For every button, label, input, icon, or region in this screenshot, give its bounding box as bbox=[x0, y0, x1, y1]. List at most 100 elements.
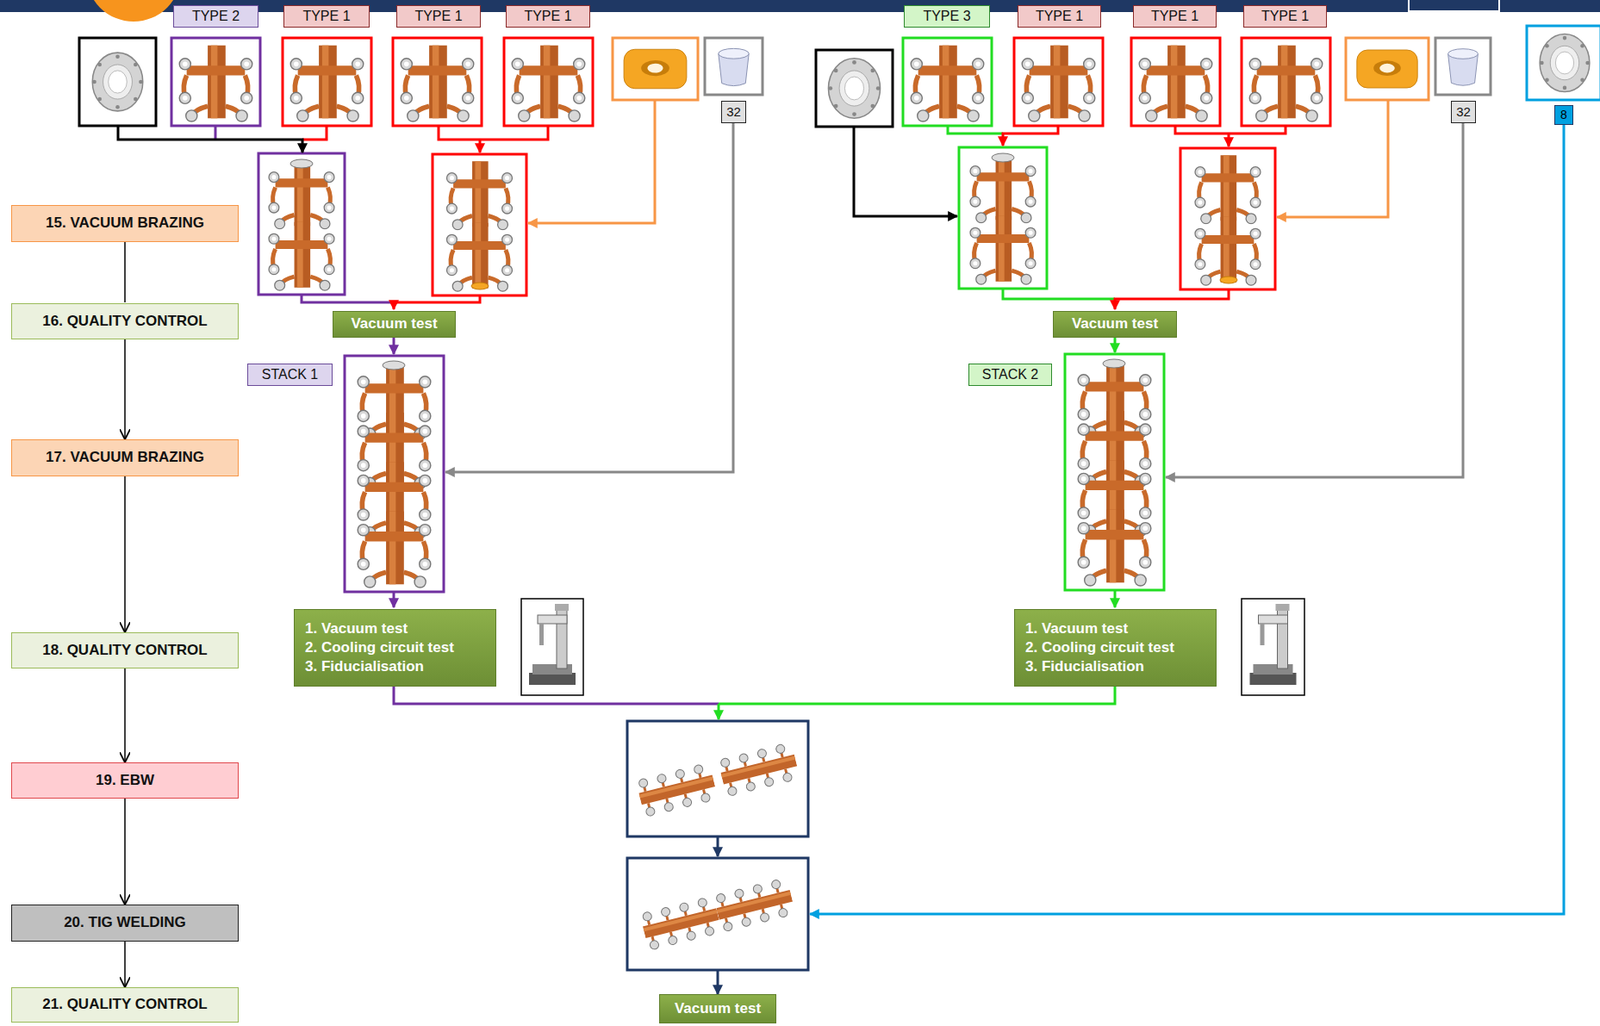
drawing-part bbox=[392, 37, 482, 126]
drawing-part bbox=[718, 48, 749, 86]
box-text: 32 bbox=[726, 104, 741, 120]
drawing-part bbox=[290, 159, 313, 169]
quantity-badge: 32 bbox=[721, 100, 747, 124]
box-text: TYPE 3 bbox=[922, 7, 971, 25]
box-text: 2. Cooling circuit test bbox=[305, 638, 455, 658]
drawing-part bbox=[639, 896, 723, 952]
box-text: 21. QUALITY CONTROL bbox=[42, 996, 207, 1014]
drawing-part bbox=[504, 37, 593, 126]
drawing-part bbox=[471, 282, 489, 290]
drawing-part bbox=[118, 125, 303, 153]
drawing-part bbox=[991, 153, 1015, 162]
drawing-part bbox=[1241, 598, 1305, 696]
type-label: TYPE 1 bbox=[396, 5, 481, 28]
drawing-part bbox=[118, 99, 1564, 995]
flow-arrow bbox=[124, 668, 126, 762]
type-label: TYPE 1 bbox=[1017, 5, 1102, 28]
drawing-part bbox=[1526, 25, 1600, 100]
drawing-part bbox=[853, 126, 958, 217]
drawing-part bbox=[1250, 603, 1297, 685]
drawing-part bbox=[627, 858, 809, 971]
drawing-part bbox=[1014, 37, 1103, 126]
box-text: 8 bbox=[1560, 107, 1568, 123]
drawing-part bbox=[717, 741, 801, 797]
box-text: 18. QUALITY CONTROL bbox=[42, 641, 207, 660]
drawing-part bbox=[445, 123, 734, 473]
box-text: 3. Fiducialisation bbox=[1025, 657, 1145, 677]
drawing-part bbox=[1102, 359, 1126, 368]
process-step: 17. VACUUM BRAZING bbox=[11, 439, 239, 477]
drawing-part bbox=[214, 125, 218, 140]
drawing-part bbox=[910, 45, 984, 122]
drawing-part bbox=[623, 49, 687, 89]
drawing-part bbox=[1131, 37, 1221, 126]
drawing-part bbox=[717, 703, 721, 720]
drawing-part bbox=[718, 686, 1115, 704]
test-box: Vacuum test bbox=[659, 994, 777, 1024]
drawing-part bbox=[1435, 37, 1491, 95]
drawing-part bbox=[86, 0, 181, 22]
drawing-part bbox=[392, 591, 396, 608]
drawing-part bbox=[635, 762, 719, 818]
drawing-part bbox=[258, 153, 345, 295]
drawing-part bbox=[511, 45, 586, 122]
drawing-part bbox=[393, 686, 719, 704]
drawing-part bbox=[704, 37, 763, 95]
box-text: TYPE 1 bbox=[302, 7, 350, 25]
stack-label: STACK 2 bbox=[968, 363, 1053, 386]
test-box: Vacuum test bbox=[332, 311, 456, 338]
drawing-part bbox=[1345, 37, 1429, 100]
drawing-part bbox=[290, 45, 364, 122]
drawing-part bbox=[382, 361, 405, 370]
drawing-part bbox=[438, 125, 548, 140]
drawing-part bbox=[1002, 125, 1059, 146]
drawing-part bbox=[92, 52, 144, 112]
process-step: 15. VACUUM BRAZING bbox=[11, 205, 239, 243]
drawing-part bbox=[79, 37, 156, 126]
drawing-part bbox=[479, 139, 482, 153]
drawing-part bbox=[627, 721, 809, 837]
box-text: 1. Vacuum test bbox=[305, 619, 408, 639]
flow-arrow bbox=[124, 476, 126, 632]
drawing-part bbox=[639, 877, 796, 951]
box-text: TYPE 1 bbox=[414, 7, 462, 25]
process-step: 19. EBW bbox=[11, 762, 239, 799]
box-text: TYPE 1 bbox=[523, 7, 572, 25]
drawing-part bbox=[392, 337, 396, 355]
box-text: 17. VACUUM BRAZING bbox=[45, 448, 205, 467]
box-text: 32 bbox=[1456, 104, 1471, 120]
drawing-part bbox=[1249, 45, 1323, 122]
drawing-part bbox=[1220, 276, 1238, 284]
drawing-part bbox=[1357, 49, 1418, 88]
box-text: 1. Vacuum test bbox=[1025, 619, 1128, 639]
drawing-part bbox=[716, 836, 720, 857]
box-text: STACK 1 bbox=[261, 366, 319, 383]
process-step: 16. QUALITY CONTROL bbox=[11, 303, 239, 340]
box-text: 16. QUALITY CONTROL bbox=[42, 312, 207, 330]
drawing-part bbox=[282, 37, 372, 126]
box-text: STACK 2 bbox=[982, 366, 1040, 383]
box-text: 2. Cooling circuit test bbox=[1025, 638, 1175, 658]
drawing-part bbox=[528, 99, 655, 224]
flow-arrow bbox=[124, 941, 126, 987]
drawing-part bbox=[815, 49, 893, 127]
drawing-part bbox=[1139, 45, 1213, 122]
box-text: TYPE 1 bbox=[1261, 7, 1309, 25]
drawing-part bbox=[1002, 288, 1115, 299]
drawing-part bbox=[302, 125, 327, 140]
box-text: 19. EBW bbox=[95, 771, 155, 790]
box-text: TYPE 1 bbox=[1035, 7, 1084, 25]
drawing-part bbox=[357, 363, 431, 588]
box-text: 15. VACUUM BRAZING bbox=[45, 214, 205, 232]
drawing-part bbox=[828, 58, 880, 119]
type-label: TYPE 3 bbox=[903, 5, 990, 28]
drawing-part bbox=[1241, 37, 1331, 126]
box-text: 20. TIG WELDING bbox=[63, 914, 187, 932]
drawing-part bbox=[1408, 0, 1500, 12]
drawing-part bbox=[612, 37, 698, 100]
drawing-part bbox=[713, 877, 797, 933]
drawing-part bbox=[1180, 148, 1276, 290]
drawing-part bbox=[1448, 49, 1479, 87]
